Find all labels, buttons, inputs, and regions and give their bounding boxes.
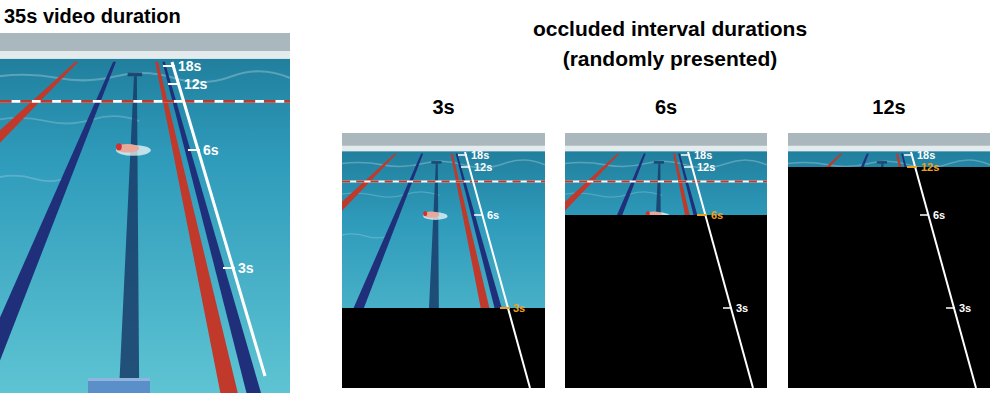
group-heading: occluded interval durations (randomly pr… [510, 14, 830, 74]
time-mark: 18s [694, 150, 712, 161]
time-mark: 6s [487, 210, 499, 221]
time-scale [163, 62, 265, 376]
pool-photo [788, 133, 990, 388]
panel-heading: 3s [342, 95, 545, 119]
time-scale [681, 152, 753, 388]
video-panel: 3s [342, 133, 545, 388]
time-mark: 3s [238, 261, 254, 275]
time-mark: 6s [711, 210, 723, 221]
time-mark: 3s [959, 303, 971, 314]
panel-heading: 35s video duration [4, 4, 181, 28]
time-mark: 6s [933, 210, 945, 221]
time-mark: 18s [471, 150, 489, 161]
time-mark: 3s [513, 303, 525, 314]
pool-photo [0, 33, 290, 393]
time-scale [904, 152, 976, 388]
time-mark: 6s [203, 143, 219, 157]
time-mark: 12s [697, 162, 715, 173]
time-mark: 18s [178, 59, 201, 73]
time-mark: 12s [921, 162, 939, 173]
pool-photo [342, 133, 545, 388]
pool-photo [565, 133, 767, 388]
video-panel: 35s video duration [0, 33, 290, 393]
time-scale [458, 152, 530, 388]
time-mark: 12s [184, 77, 207, 91]
time-mark: 3s [736, 303, 748, 314]
video-panel: 12s [788, 133, 990, 388]
time-mark: 12s [474, 162, 492, 173]
time-mark: 18s [917, 150, 935, 161]
panel-heading: 6s [565, 95, 767, 119]
video-panel: 6s [565, 133, 767, 388]
panel-heading: 12s [788, 95, 990, 119]
